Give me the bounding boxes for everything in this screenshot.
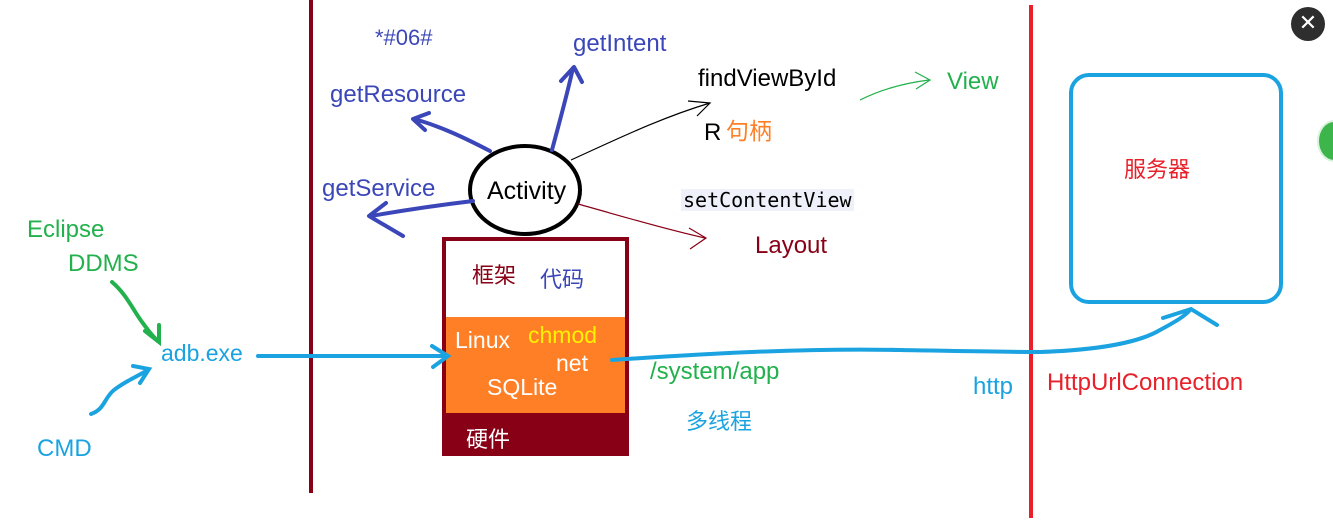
server-box bbox=[1069, 73, 1283, 304]
layout-arrowhead bbox=[688, 227, 708, 250]
hardware-layer bbox=[446, 413, 625, 455]
linux-label: Linux bbox=[455, 327, 510, 353]
framework-label: 框架 bbox=[472, 264, 517, 289]
close-button[interactable]: ✕ bbox=[1291, 7, 1325, 41]
chmod-label: chmod bbox=[528, 322, 598, 348]
set-content-view-label: setContentView bbox=[681, 188, 854, 212]
activity-ellipse bbox=[468, 144, 582, 236]
find-view-arrowhead bbox=[687, 100, 712, 117]
get-service-arrowhead bbox=[367, 201, 405, 238]
cmd-arrowhead bbox=[131, 364, 153, 385]
close-icon: ✕ bbox=[1298, 11, 1318, 36]
get-intent-arrowhead bbox=[559, 65, 584, 84]
view-label: View bbox=[947, 68, 999, 95]
handle-label: 句柄 bbox=[726, 119, 772, 145]
get-resource-arrowhead bbox=[411, 111, 431, 132]
r-label: R bbox=[704, 119, 722, 146]
sqlite-label: SQLite bbox=[487, 374, 558, 400]
eclipse-label: Eclipse bbox=[27, 216, 105, 243]
find-view-by-id-label: findViewById bbox=[698, 65, 837, 92]
view-arrowhead bbox=[914, 71, 932, 90]
get-intent-arrow bbox=[550, 66, 575, 152]
adb-linux-arrowhead bbox=[430, 344, 452, 369]
get-resource-arrow bbox=[412, 117, 492, 153]
layout-arrow bbox=[577, 203, 706, 239]
find-view-arrow bbox=[570, 102, 711, 161]
activity-label: Activity bbox=[487, 177, 567, 205]
get-service-arrow bbox=[369, 199, 475, 218]
get-service-label: getService bbox=[322, 175, 436, 202]
adb-label: adb.exe bbox=[161, 340, 243, 366]
cmd-label: CMD bbox=[37, 435, 92, 462]
ddms-label: DDMS bbox=[68, 250, 139, 277]
ddms-arrowhead bbox=[143, 323, 161, 347]
http-label: http bbox=[973, 373, 1014, 400]
linux-layer bbox=[446, 317, 625, 413]
net-label: net bbox=[556, 350, 588, 376]
hardware-label: 硬件 bbox=[466, 428, 511, 453]
net-server-arrow bbox=[610, 308, 1192, 362]
get-resource-label: getResource bbox=[330, 81, 467, 108]
system-app-label: /system/app bbox=[650, 358, 780, 385]
http-url-connection-label: HttpUrlConnection bbox=[1047, 369, 1244, 396]
view-arrow bbox=[859, 79, 930, 101]
ddms-arrow bbox=[110, 280, 160, 343]
multithreading-label: 多线程 bbox=[686, 410, 753, 435]
server-label: 服务器 bbox=[1124, 158, 1191, 183]
code-label: 代码 bbox=[540, 268, 585, 293]
layout-label: Layout bbox=[755, 232, 828, 259]
cmd-arrow bbox=[89, 368, 150, 416]
net-server-arrowhead bbox=[1161, 306, 1219, 327]
ussd-code-label: *#06# bbox=[375, 25, 433, 50]
get-intent-label: getIntent bbox=[573, 30, 667, 57]
